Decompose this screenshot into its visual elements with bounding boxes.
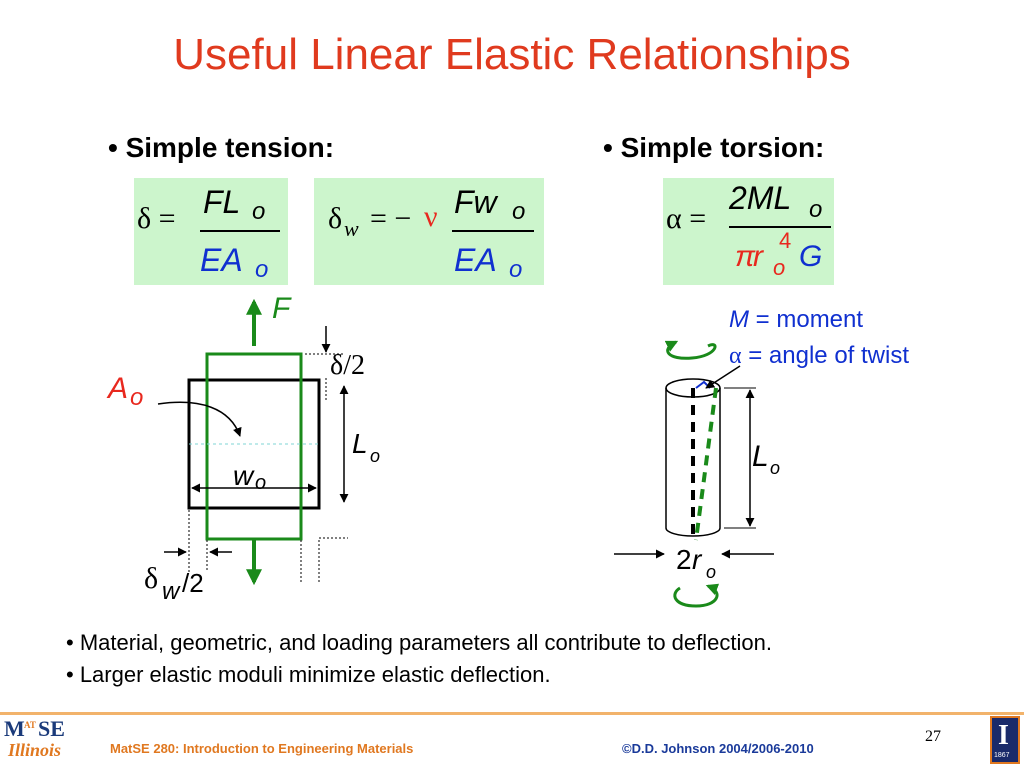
radius-prefix: 2	[676, 544, 692, 575]
slide-title: Useful Linear Elastic Relationships	[173, 30, 851, 79]
alpha-equals: α =	[666, 202, 707, 235]
cylinder-body	[665, 388, 721, 537]
lateral-equation-box: δ w = − ν Fw o EA o	[314, 178, 544, 285]
pi-symbol: π	[735, 240, 756, 273]
eq1-numerator: FL	[203, 184, 241, 220]
fraction-bar	[200, 230, 280, 232]
course-name: MatSE 280: Introduction to Engineering M…	[110, 741, 414, 756]
tension-diagram	[157, 298, 349, 586]
university-seal: I 1867	[990, 716, 1020, 764]
moment-symbol: M	[729, 306, 749, 333]
deltaw-sub: w	[162, 578, 180, 605]
width-label: w	[233, 460, 254, 491]
deformed-block	[205, 352, 303, 541]
eq2-denominator-sub: o	[509, 256, 523, 283]
tension-heading: • Simple tension:	[108, 132, 335, 163]
delta-equals: δ =	[137, 202, 176, 235]
alpha-pointer	[705, 365, 741, 389]
length-label: L	[352, 428, 368, 459]
mse-logo: M AT SE Illinois	[4, 716, 74, 764]
radius-sub: o	[706, 562, 717, 582]
length-sub: o	[370, 446, 381, 466]
delta-half-label: δ/2	[330, 350, 365, 381]
seal-year: 1867	[994, 752, 1010, 759]
twisted-line	[694, 387, 718, 541]
logo-at: AT	[24, 720, 36, 730]
copyright: ©D.D. Johnson 2004/2006-2010	[622, 741, 814, 756]
logo-m: M	[4, 716, 25, 741]
eq1-numerator-sub: o	[252, 198, 266, 225]
eq2-numerator: Fw	[454, 184, 497, 220]
footer-divider	[0, 712, 1024, 715]
radius-power: 4	[779, 228, 792, 253]
logo-illinois: Illinois	[8, 740, 62, 760]
area-pointer	[157, 401, 242, 437]
torsion-length-label: L	[752, 440, 769, 473]
eq2-numerator-sub: o	[512, 198, 526, 225]
fraction-bar	[729, 226, 831, 228]
width-sub: o	[255, 472, 267, 494]
eq1-denominator-sub: o	[255, 256, 269, 283]
deltaw-symbol: δ	[144, 562, 159, 595]
top-moment-arrow	[664, 340, 717, 360]
alpha-symbol: α	[729, 343, 742, 369]
moment-text: = moment	[749, 306, 864, 333]
angle-text: = angle of twist	[741, 342, 910, 369]
note-item: • Material, geometric, and loading param…	[66, 630, 772, 655]
torsion-numerator: 2ML	[729, 180, 792, 216]
area-sub: o	[130, 384, 144, 411]
torsion-numerator-sub: o	[809, 196, 823, 223]
bottom-moment-arrow	[673, 583, 720, 608]
legend-moment: M = moment	[729, 306, 863, 334]
area-label: A	[108, 372, 129, 405]
equals-minus: = −	[370, 202, 412, 235]
tension-equation-box: δ = FL o EA o	[134, 178, 288, 285]
torsion-equation-box: α = 2ML o π r 4 o G	[663, 178, 834, 285]
torsion-diagram	[614, 340, 774, 608]
force-label: F	[272, 292, 291, 325]
radius-sub: o	[773, 255, 786, 280]
delta-w-sub: w	[344, 216, 359, 241]
eq2-denominator: EA	[454, 242, 497, 278]
torsion-length-sub: o	[770, 458, 781, 478]
radius-symbol: r	[753, 240, 763, 273]
deltaw-rest: /2	[182, 568, 204, 598]
page-number: 27	[925, 728, 941, 745]
radius-label: r	[692, 544, 702, 575]
delta-symbol: δ	[328, 202, 343, 235]
note-item: • Larger elastic moduli minimize elastic…	[66, 662, 551, 687]
shear-modulus: G	[799, 240, 823, 273]
torsion-heading: • Simple torsion:	[603, 132, 825, 163]
fraction-bar	[452, 230, 534, 232]
legend-angle: α = angle of twist	[729, 342, 909, 370]
eq1-denominator: EA	[200, 242, 243, 278]
poisson-ratio: ν	[424, 200, 438, 233]
seal-letter: I	[998, 720, 1009, 751]
notes-list: • Material, geometric, and loading param…	[66, 627, 772, 691]
logo-se: SE	[38, 716, 65, 741]
